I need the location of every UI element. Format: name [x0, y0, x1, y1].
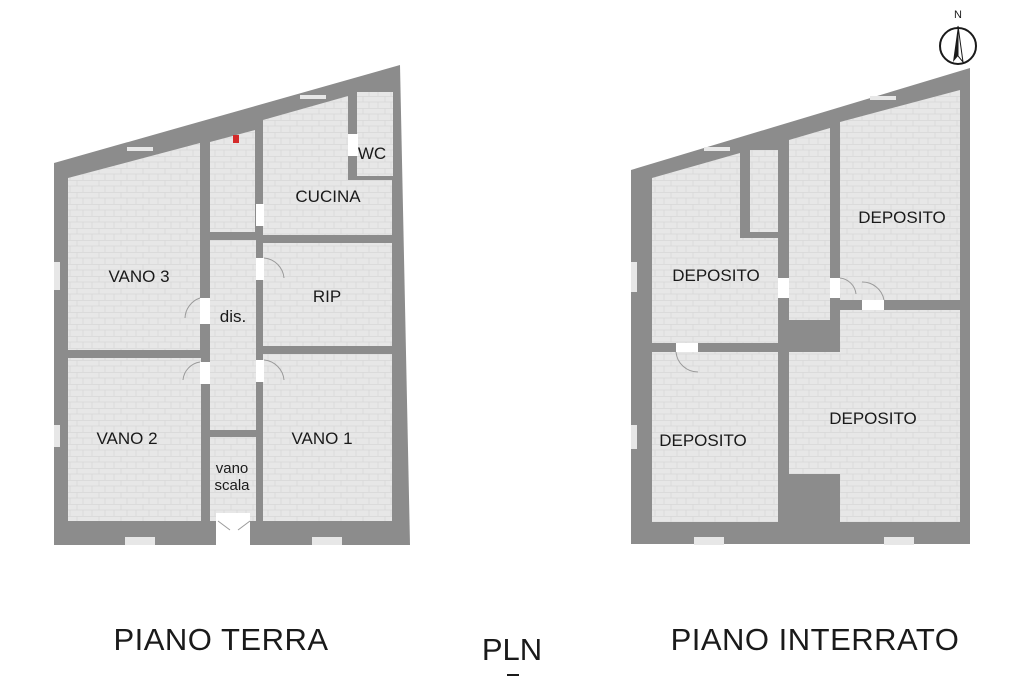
label-vano-scala-line1: vano — [216, 460, 249, 477]
room-vano-1 — [263, 354, 392, 521]
label-vano-3: VANO 3 — [108, 267, 169, 286]
room-closet — [177, 152, 199, 200]
room-deposito-ne — [840, 90, 960, 300]
north-label: N — [954, 9, 962, 21]
room-deposito-se — [789, 310, 960, 522]
label-rip: RIP — [313, 287, 341, 306]
label-wc: WC — [358, 144, 386, 163]
label-dis: dis. — [220, 307, 246, 326]
pln-logo-text: PLN — [482, 632, 542, 667]
room-vano-3 — [68, 143, 200, 350]
compass: N — [939, 9, 977, 65]
title-piano-terra: PIANO TERRA — [113, 622, 328, 657]
room-storage-corridor — [789, 128, 830, 320]
logo-underline — [507, 674, 519, 676]
room-vano-2 — [68, 358, 201, 521]
room-storage-narrow-a — [750, 150, 778, 232]
pln-logo: PLN — [482, 632, 542, 676]
title-piano-interrato: PIANO INTERRATO — [671, 622, 960, 657]
door-icon — [675, 277, 885, 373]
label-deposito-ne: DEPOSITO — [858, 208, 946, 227]
room-vano-scala — [210, 437, 256, 521]
ground-floor-plan: VANO 3 CUCINA WC RIP dis. VANO 2 VANO 1 … — [54, 65, 410, 545]
label-vano-1: VANO 1 — [291, 429, 352, 448]
label-deposito-se: DEPOSITO — [829, 409, 917, 428]
basement-plan: DEPOSITO DEPOSITO DEPOSITO DEPOSITO — [631, 68, 970, 545]
entrance-marker-icon — [233, 135, 239, 143]
room-dis — [210, 240, 256, 430]
room-deposito-sw — [652, 352, 778, 522]
room-corridor-north — [210, 130, 255, 232]
room-deposito-nw — [652, 153, 778, 343]
room-wc — [357, 92, 393, 176]
room-cucina — [263, 96, 392, 235]
door-icon — [182, 134, 358, 531]
north-arrow-icon — [939, 25, 977, 65]
label-deposito-nw: DEPOSITO — [672, 266, 760, 285]
label-vano-2: VANO 2 — [96, 429, 157, 448]
label-cucina: CUCINA — [295, 187, 361, 206]
label-vano-scala-line2: scala — [214, 477, 250, 494]
room-rip — [263, 243, 392, 346]
label-deposito-sw: DEPOSITO — [659, 431, 747, 450]
